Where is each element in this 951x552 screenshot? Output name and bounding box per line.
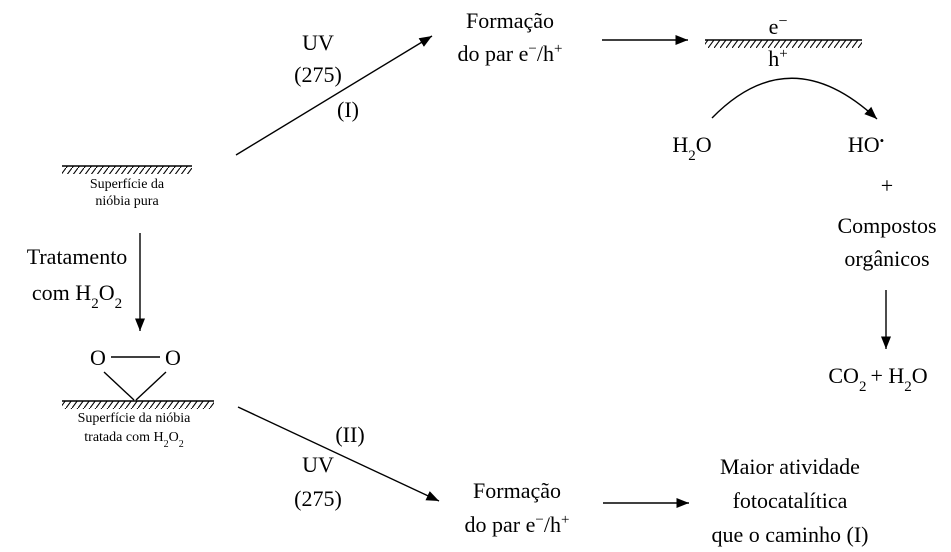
path-i-uv-arrow <box>235 35 433 156</box>
result-line2: fotocatalítica <box>733 488 848 513</box>
path-i-formation-line1: Formação <box>466 8 554 33</box>
treatment-line1: Tratamento <box>27 244 128 269</box>
final-products: CO2+ H2O <box>828 363 927 395</box>
path-i-route-label: (I) <box>337 97 359 122</box>
organics-line2: orgânicos <box>844 246 929 271</box>
path-ii-uv-label: UV <box>302 452 334 477</box>
path-ii-formation-line1: Formação <box>473 478 561 503</box>
oxidation-curved-arrow <box>711 77 878 120</box>
path-i-formation-line2: do par e−/h+ <box>458 41 563 66</box>
reaction-plus: + <box>881 173 893 198</box>
surface-treated-niobia <box>62 400 214 409</box>
path-i-uv-label: UV <box>302 30 334 55</box>
result-line3: que o caminho (I) <box>712 522 869 547</box>
path-ii-wavelength: (275) <box>294 486 342 511</box>
surface-treated-label-line1: Superfície da nióbia <box>78 411 192 426</box>
path-i-wavelength: (275) <box>294 62 342 87</box>
peroxo-left-oxygen: O <box>90 345 106 370</box>
path-ii-route-label: (II) <box>335 422 364 447</box>
surface-charged <box>705 39 862 48</box>
treatment-line2: com H2O2 <box>32 280 122 312</box>
electron-label: e− <box>769 13 788 40</box>
organics-line1: Compostos <box>837 213 936 238</box>
path-ii-formation-line2: do par e−/h+ <box>465 512 570 537</box>
path-ii-uv-arrow <box>237 406 440 502</box>
peroxo-bond-right <box>135 371 167 401</box>
product-hydroxyl-radical: HO• <box>848 132 884 157</box>
surface-treated-label-line2: tratada com H2O2 <box>84 430 183 450</box>
result-line1: Maior atividade <box>720 454 860 479</box>
surface-pure-niobia <box>62 165 192 174</box>
peroxo-right-oxygen: O <box>165 345 181 370</box>
hole-label: h+ <box>768 46 787 71</box>
reactant-water: H2O <box>672 132 711 164</box>
peroxo-bond-left <box>103 371 135 401</box>
surface-pure-label-line1: Superfície da <box>90 177 165 192</box>
surface-pure-label-line2: nióbia pura <box>95 194 159 209</box>
